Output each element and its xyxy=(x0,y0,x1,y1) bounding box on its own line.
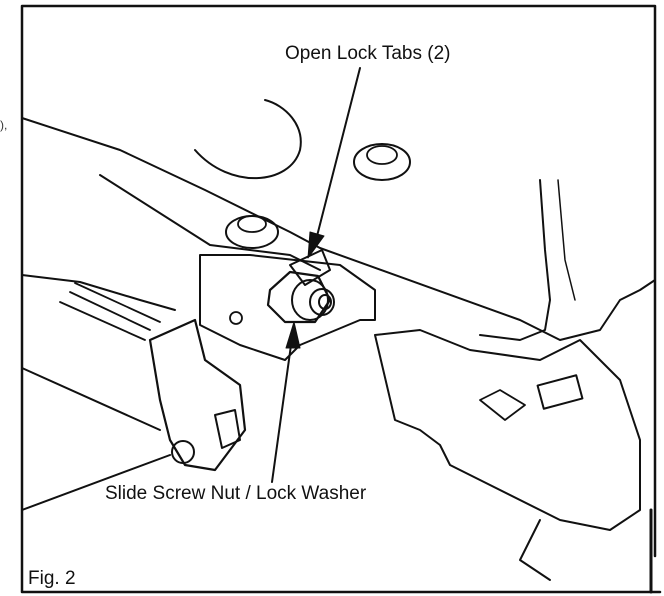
lock-tab xyxy=(289,249,331,286)
callout-lock-tabs: Open Lock Tabs (2) xyxy=(283,43,453,65)
arrow-lock-tabs-line xyxy=(315,67,361,241)
callout-slide-nut: Slide Screw Nut / Lock Washer xyxy=(103,483,369,505)
clamp-screw xyxy=(171,440,195,464)
mounting-plate xyxy=(199,254,376,361)
cabinet-vent xyxy=(479,389,526,421)
housing-top-arc xyxy=(194,99,302,180)
arrow-slide-nut-head xyxy=(285,321,301,349)
top-screw-right-head xyxy=(366,145,398,165)
margin-fragment: ), xyxy=(0,118,8,132)
figure-label: Fig. 2 xyxy=(28,568,76,589)
upper-housing xyxy=(21,117,656,341)
arrow-lock-tabs-head xyxy=(307,231,325,259)
slide-rail-ribs xyxy=(59,282,161,341)
cabinet-edge xyxy=(519,519,551,581)
housing-rim xyxy=(99,174,321,271)
cabinet-tab xyxy=(536,374,584,410)
top-screw-left-head xyxy=(237,215,267,233)
top-screw-right xyxy=(353,143,411,181)
clamp-bracket xyxy=(148,318,247,472)
support-post-inner xyxy=(557,179,576,301)
cabinet-panel xyxy=(374,329,641,531)
support-post xyxy=(479,179,551,341)
slide-rail-lower xyxy=(21,367,171,511)
arrow-slide-nut-line xyxy=(271,337,293,483)
figure-frame xyxy=(20,4,662,594)
clamp-slot xyxy=(214,409,241,449)
slide-rail-top xyxy=(21,274,176,311)
plate-hole xyxy=(229,311,243,325)
